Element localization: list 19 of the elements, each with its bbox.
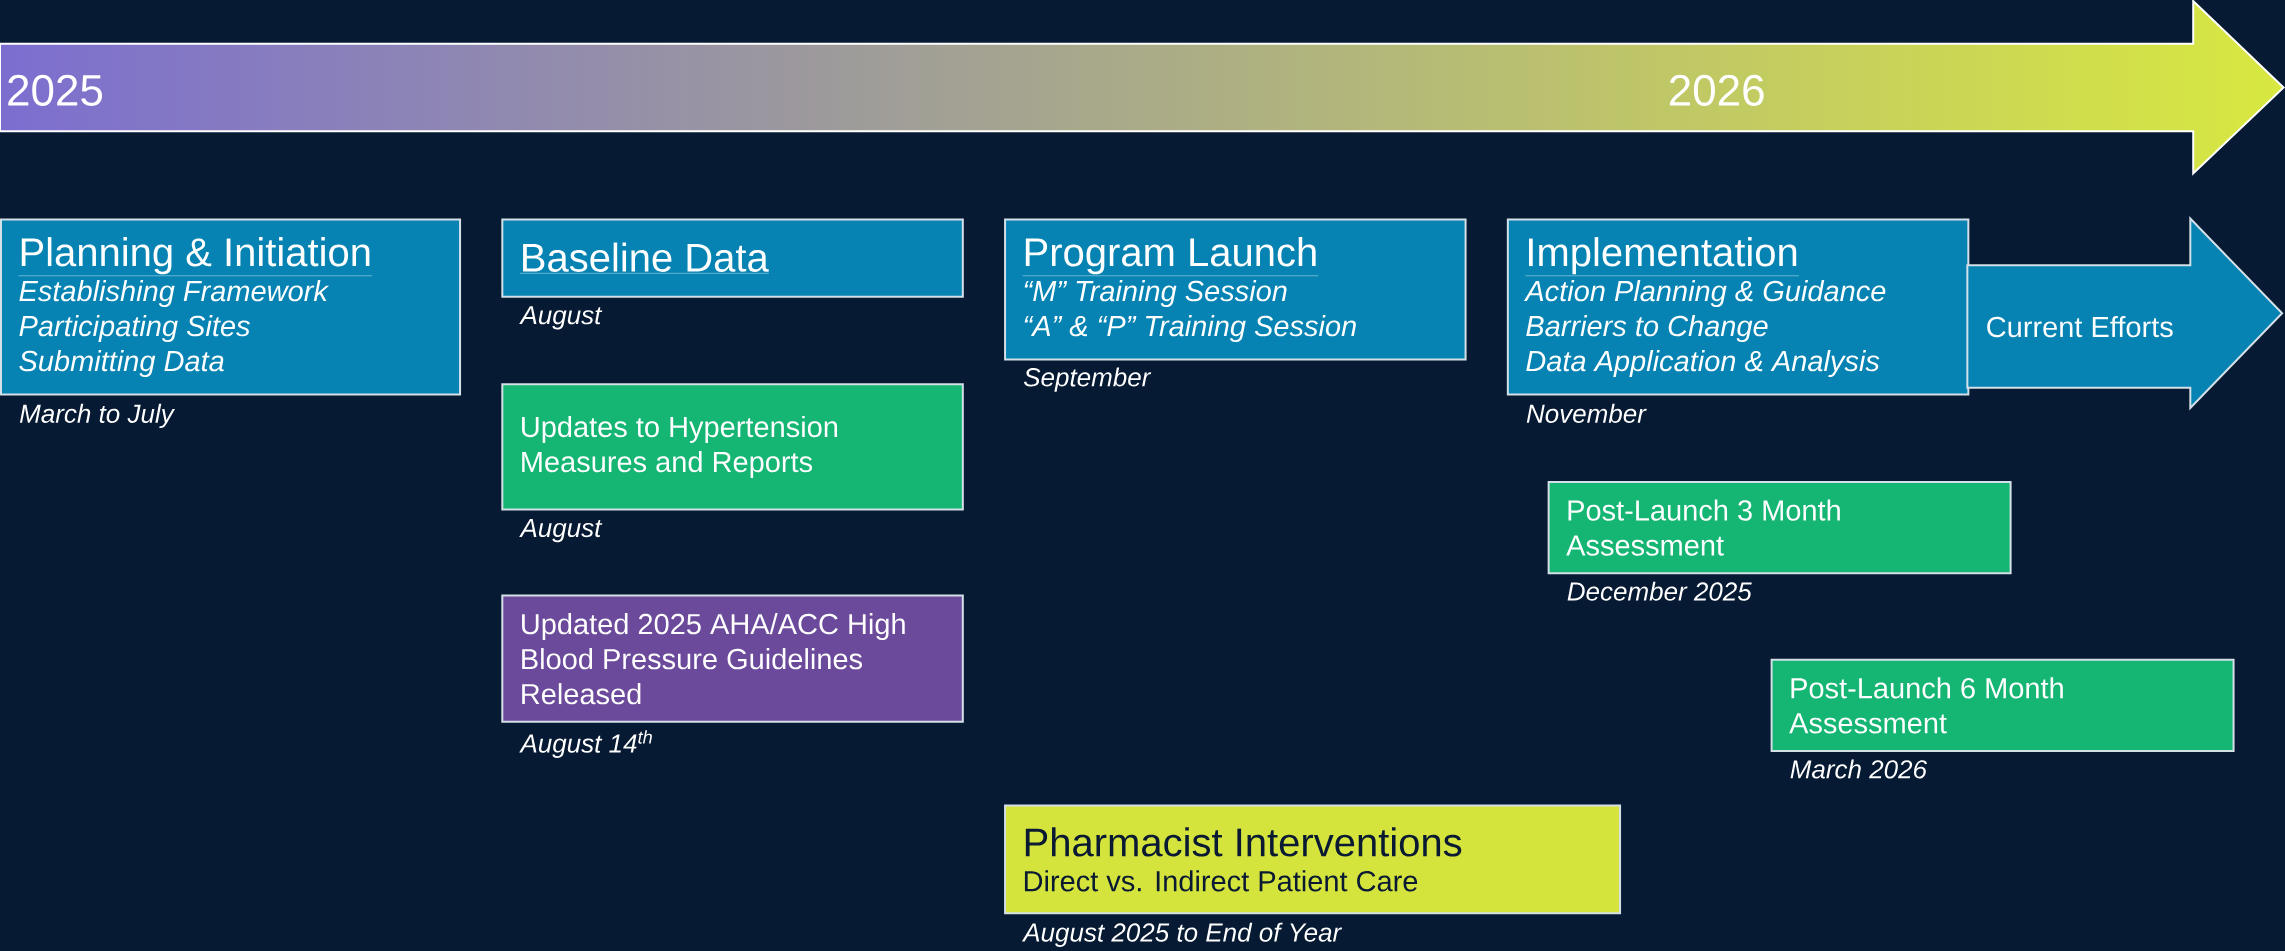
date-caption: August 14$^{th}$ bbox=[519, 730, 652, 758]
arrow-box: Current Efforts bbox=[1966, 216, 2284, 411]
date-caption: March 2026 bbox=[1790, 759, 1927, 779]
milestone-box: Updated 2025 AHA/ACC High Blood Pressure Guidelines Released bbox=[501, 594, 964, 723]
phase-box: Planning & Initiation Establishing Framework Participating Sites Submitting Data bbox=[0, 218, 462, 396]
milestone-box: Post-Launch 3 Month Assessment bbox=[1547, 480, 2012, 575]
phase-box: Program Launch “M” Training Session “A” & “P” Training Session bbox=[1004, 218, 1467, 361]
date-caption: December 2025 bbox=[1567, 581, 1752, 601]
phase-box: Pharmacist Interventions Direct vs. Indirect Patient Care bbox=[1004, 804, 1622, 915]
date-caption: August 2025 to End of Year bbox=[1021, 922, 1343, 947]
date-caption: September bbox=[1023, 367, 1152, 392]
date-caption: March to July bbox=[19, 403, 175, 429]
date-caption: August bbox=[519, 306, 603, 330]
phase-box: Implementation Action Planning & Guidance Barriers to Change Data Application & Analysis bbox=[1506, 218, 1970, 396]
milestone-box: Updates to Hypertension Measures and Reports bbox=[501, 383, 964, 511]
date-caption: August bbox=[519, 519, 603, 543]
date-caption: November bbox=[1526, 403, 1647, 423]
phase-box: Baseline Data bbox=[501, 218, 964, 298]
milestone-box: Post-Launch 6 Month Assessment bbox=[1770, 658, 2235, 752]
